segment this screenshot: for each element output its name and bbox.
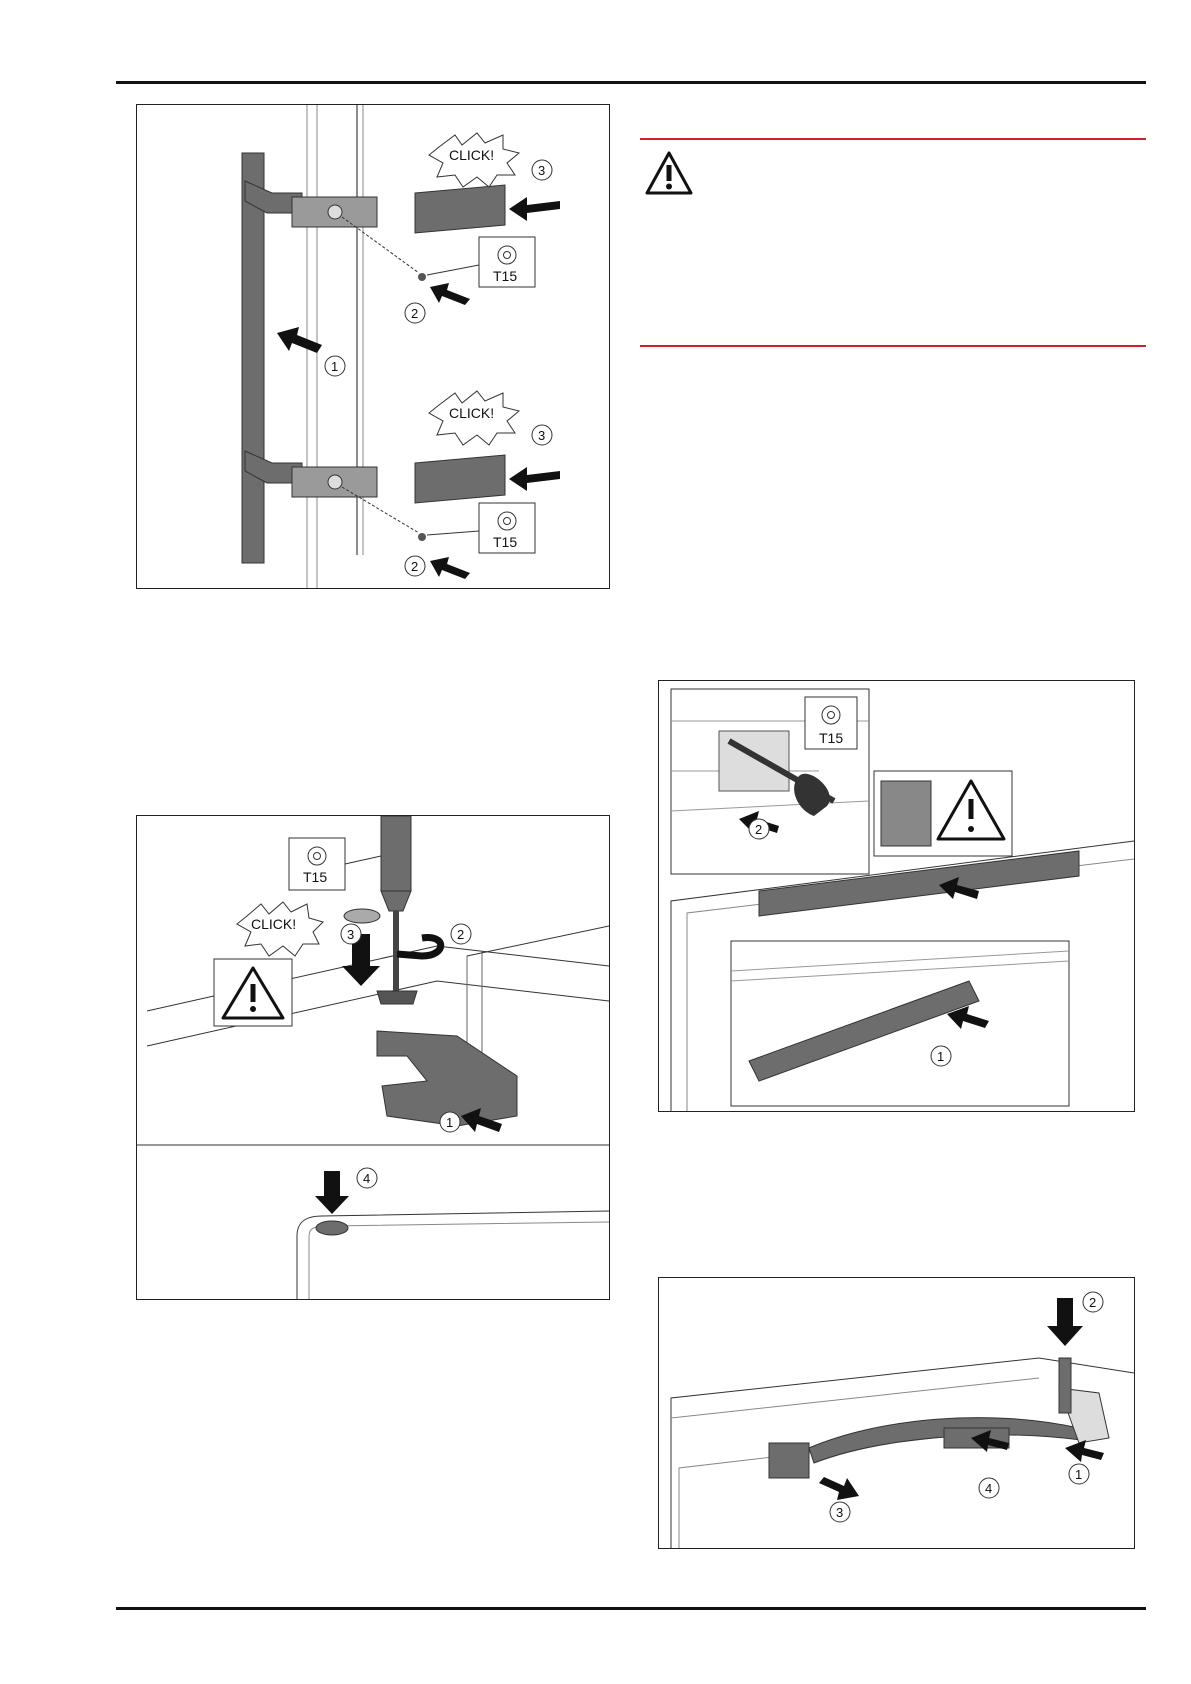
torx-icon <box>497 511 517 531</box>
torx-icon <box>307 846 327 866</box>
figure-handle-mount: CLICK! CLICK! T15 T15 3 3 2 2 1 <box>136 104 610 589</box>
tool-label: T15 <box>493 534 517 550</box>
warning-bottom-line <box>640 345 1146 347</box>
step-number: 2 <box>411 559 418 574</box>
figure-hinge-mount: T15 CLICK! 3 2 1 4 <box>136 815 610 1300</box>
step-number: 3 <box>538 163 545 178</box>
figure-rail-mount: T15 2 1 <box>658 680 1135 1112</box>
torx-icon <box>821 705 841 725</box>
tool-label: T15 <box>303 869 327 885</box>
warning-triangle-icon <box>645 151 693 195</box>
figure-link-arm: 2 1 3 4 <box>658 1277 1135 1549</box>
bottom-rule <box>116 1607 1146 1610</box>
step-number: 3 <box>836 1505 843 1520</box>
step-number: 1 <box>446 1115 453 1130</box>
step-number: 1 <box>1075 1467 1082 1482</box>
tool-label: T15 <box>493 268 517 284</box>
step-number: 3 <box>538 428 545 443</box>
step-number: 1 <box>937 1049 944 1064</box>
click-label: CLICK! <box>449 405 494 421</box>
click-label: CLICK! <box>251 916 296 932</box>
warning-triangle-icon <box>221 966 285 1020</box>
step-number: 3 <box>347 927 354 942</box>
torx-icon <box>497 245 517 265</box>
top-rule <box>116 81 1146 84</box>
step-number: 2 <box>1089 1295 1096 1310</box>
step-number: 2 <box>411 306 418 321</box>
warning-triangle-icon <box>936 779 1006 841</box>
tool-label: T15 <box>819 730 843 746</box>
warning-top-line <box>640 138 1146 140</box>
step-number: 4 <box>985 1481 992 1496</box>
step-number: 2 <box>755 822 762 837</box>
step-number: 2 <box>457 927 464 942</box>
step-number: 4 <box>363 1171 370 1186</box>
click-label: CLICK! <box>449 147 494 163</box>
step-number: 1 <box>331 359 338 374</box>
